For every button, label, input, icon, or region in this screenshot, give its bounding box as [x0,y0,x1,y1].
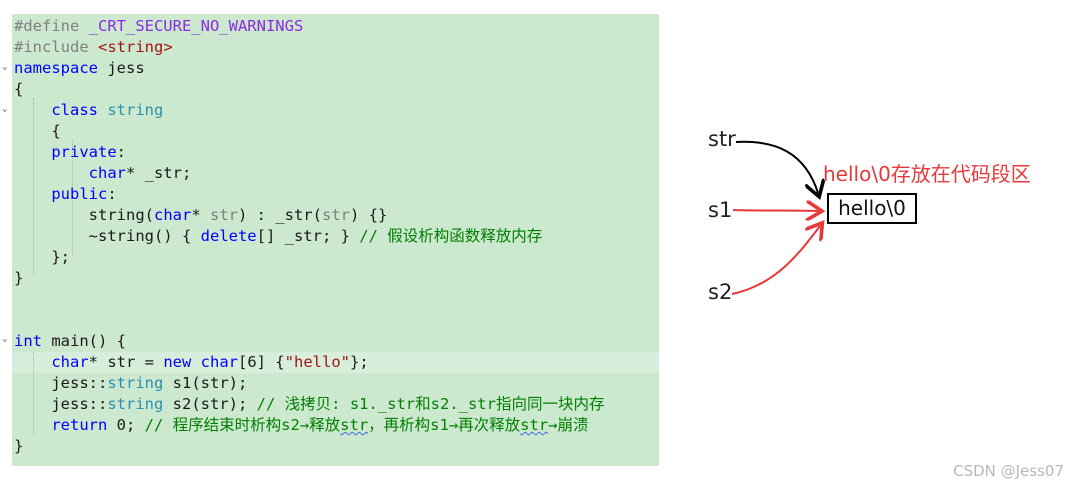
code-token: char [200,353,238,371]
code-token: ，再析构s1→再次释放 [368,416,521,434]
code-token: ) : _str( [237,206,322,224]
code-token: { [14,122,61,140]
code-token: class [51,101,98,119]
code-token: s1(str); [163,374,248,392]
code-line[interactable]: public: [14,184,117,205]
code-token: }; [349,353,369,371]
code-token: #define [14,17,89,35]
code-token: : [116,143,126,161]
fold-marker-icon[interactable]: ⌄ [2,62,8,72]
label-s1: s1 [708,198,733,222]
code-token: // 浅拷贝: s1._str和s2._str指向同一块内存 [256,395,605,413]
code-token: public [51,185,108,203]
code-token: 0; [107,416,145,434]
code-token: * [191,206,210,224]
indent-guide [72,140,73,255]
code-token: ~string() { [14,227,201,245]
code-token: * str = [88,353,164,371]
fold-marker-icon[interactable]: ⌄ [2,334,8,344]
label-str: str [708,127,736,151]
code-line[interactable]: char* str = new char[6] {"hello"}; [14,352,369,373]
code-token: private [51,143,117,161]
code-token: int [14,332,42,350]
arrow-s2 [731,226,820,295]
code-token: jess:: [14,395,108,413]
code-token: char [153,206,192,224]
code-token: } [14,269,24,287]
code-token: <string> [98,38,173,56]
memory-note: hello\0存放在代码段区 [823,162,1031,186]
code-line[interactable]: int main() { [14,331,126,352]
memory-box: hello\0 [827,193,917,224]
watermark: CSDN @Jess07 [953,462,1064,480]
code-token: * _str; [125,164,192,182]
code-line[interactable]: } [14,268,23,289]
code-token: ) {} [349,206,388,224]
code-line[interactable]: #define _CRT_SECURE_NO_WARNINGS [14,16,303,37]
arrow-str [735,140,818,193]
code-line[interactable]: class string [14,100,163,121]
code-line[interactable]: private: [14,142,126,163]
code-token: // 假设析构函数释放内存 [359,227,543,245]
code-token: jess:: [14,374,108,392]
code-line[interactable]: ~string() { delete[] _str; } // 假设析构函数释放… [14,226,543,247]
code-token: } [14,437,24,455]
fold-marker-icon[interactable]: ⌄ [2,104,8,114]
code-token: str [321,206,350,224]
code-token: str [209,206,238,224]
code-token: char [51,353,89,371]
code-token: [] _str; } [256,227,360,245]
code-token: : [107,185,117,203]
code-line[interactable]: string(char* str) : _str(str) {} [14,205,388,226]
code-token: s2(str); [163,395,257,413]
code-line[interactable]: { [14,79,23,100]
code-line[interactable]: namespace jess [14,58,145,79]
code-token: str [340,416,369,434]
code-token: new [163,353,192,371]
code-token: →崩溃 [548,416,589,434]
code-line[interactable]: } [14,436,23,457]
code-token: string [107,395,164,413]
code-token: "hello" [284,353,350,371]
code-line[interactable]: char* _str; [14,163,192,184]
arrow-s1 [732,210,818,211]
code-token: { [14,80,24,98]
code-token: return [51,416,108,434]
code-line[interactable]: return 0; // 程序结束时析构s2→释放str，再析构s1→再次释放s… [14,415,589,436]
indent-guide [33,352,34,436]
current-line-highlight [12,352,659,373]
code-line[interactable]: jess::string s1(str); [14,373,247,394]
code-token: delete [200,227,257,245]
code-line[interactable]: jess::string s2(str); // 浅拷贝: s1._str和s2… [14,394,604,415]
code-line[interactable]: { [14,121,61,142]
code-line[interactable]: }; [14,247,70,268]
code-token: string( [14,206,154,224]
code-panel [12,14,659,466]
label-s2: s2 [708,280,733,304]
code-line[interactable]: #include <string> [14,37,173,58]
code-token: #include [14,38,98,56]
indent-guide [33,98,34,276]
code-token: _CRT_SECURE_NO_WARNINGS [88,17,304,35]
code-token: jess [98,59,145,77]
code-token: string [107,374,164,392]
code-token: }; [14,248,70,266]
code-token: string [107,101,164,119]
code-token: char [88,164,126,182]
code-token: // 程序结束时析构s2→释放 [144,416,341,434]
code-token: str [520,416,549,434]
code-token: main() { [42,332,126,350]
code-token: namespace [14,59,98,77]
code-token: [6] { [237,353,285,371]
